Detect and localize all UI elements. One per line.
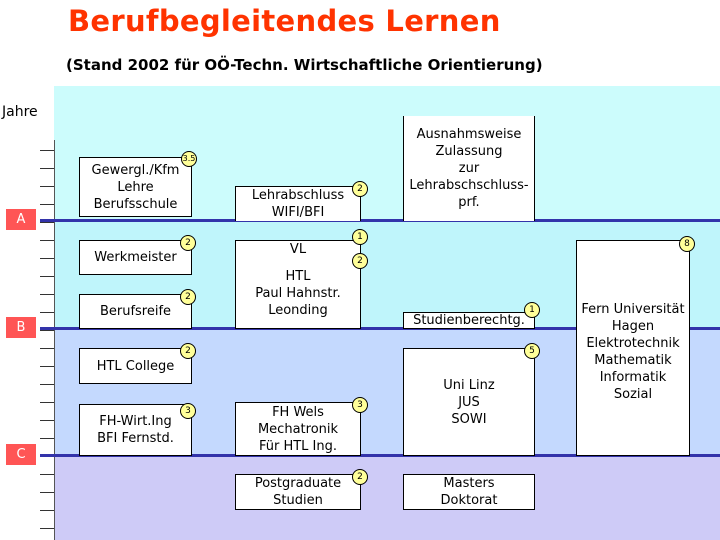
axis-label-jahre: Jahre [2, 104, 38, 120]
box-uni-linz: Uni Linz JUS SOWI [403, 348, 535, 456]
badge-uni-linz-years: 5 [524, 343, 540, 359]
box-lehrabschluss: Lehrabschluss WIFI/BFI [235, 186, 361, 221]
badge-fern-uni-years: 8 [679, 236, 695, 252]
level-line-a [40, 219, 720, 222]
axis-tick [40, 348, 54, 349]
axis-tick [40, 528, 54, 529]
axis-tick [40, 258, 54, 259]
badge-postgraduate-years: 2 [352, 469, 368, 485]
badge-htl-college-years: 2 [180, 343, 196, 359]
axis-tick [40, 510, 54, 511]
page-subtitle: (Stand 2002 für OÖ-Techn. Wirtschaftlich… [66, 56, 543, 74]
axis-tick [40, 420, 54, 421]
badge-werkmeister-years: 2 [180, 235, 196, 251]
axis-tick [40, 168, 54, 169]
axis-tick [40, 438, 54, 439]
axis-tick [40, 294, 54, 295]
axis-tick [40, 330, 54, 331]
axis-tick [40, 240, 54, 241]
marker-a: A [6, 209, 36, 230]
axis-tick [40, 276, 54, 277]
badge-berufsreife-years: 2 [180, 289, 196, 305]
axis-tick [40, 222, 54, 223]
box-studienberechtigung: Studienberechtg. [403, 312, 535, 329]
box-masters-doktorat: Masters Doktorat [403, 474, 535, 510]
axis-tick [40, 366, 54, 367]
axis-tick [40, 312, 54, 313]
axis-tick [40, 402, 54, 403]
axis-tick [40, 204, 54, 205]
marker-b: B [6, 317, 36, 338]
badge-gewerbl-years: 3.5 [181, 151, 197, 167]
box-ausnahme-zulassung: Ausnahmsweise Zulassung zur Lehrabschsch… [403, 116, 535, 221]
axis-tick [40, 186, 54, 187]
box-fh-wels: FH Wels Mechatronik Für HTL Ing. [235, 402, 361, 456]
badge-vl-years: 1 [352, 229, 368, 245]
box-berufsreife: Berufsreife [79, 294, 192, 329]
badge-studienberechtg-years: 1 [524, 302, 540, 318]
box-fh-wirt-ing: FH-Wirt.Ing BFI Fernstd. [79, 404, 192, 456]
level-line-b [40, 327, 720, 330]
level-line-c [40, 454, 720, 457]
marker-c: C [6, 444, 36, 465]
box-werkmeister: Werkmeister [79, 240, 192, 275]
badge-fh-wirt-years: 3 [180, 403, 196, 419]
box-postgraduate: Postgraduate Studien [235, 474, 361, 510]
axis-tick [40, 474, 54, 475]
band-after-c [54, 456, 720, 540]
box-htl-college: HTL College [79, 348, 192, 384]
box-vl: VL [235, 240, 361, 258]
axis-tick [40, 150, 54, 151]
badge-htl-leonding-years: 2 [352, 253, 368, 269]
page-title: Berufbegleitendes Lernen [68, 4, 501, 38]
axis-tick [40, 384, 54, 385]
box-fern-uni-hagen: Fern Universität Hagen Elektrotechnik Ma… [576, 240, 690, 456]
badge-fh-wels-years: 3 [352, 397, 368, 413]
time-axis [54, 140, 55, 540]
box-gewerbl-lehre: Gewergl./Kfm Lehre Berufsschule [79, 157, 192, 217]
box-htl-leonding: HTL Paul Hahnstr. Leonding [235, 257, 361, 329]
axis-tick [40, 492, 54, 493]
badge-lehrabschluss-years: 2 [352, 181, 368, 197]
